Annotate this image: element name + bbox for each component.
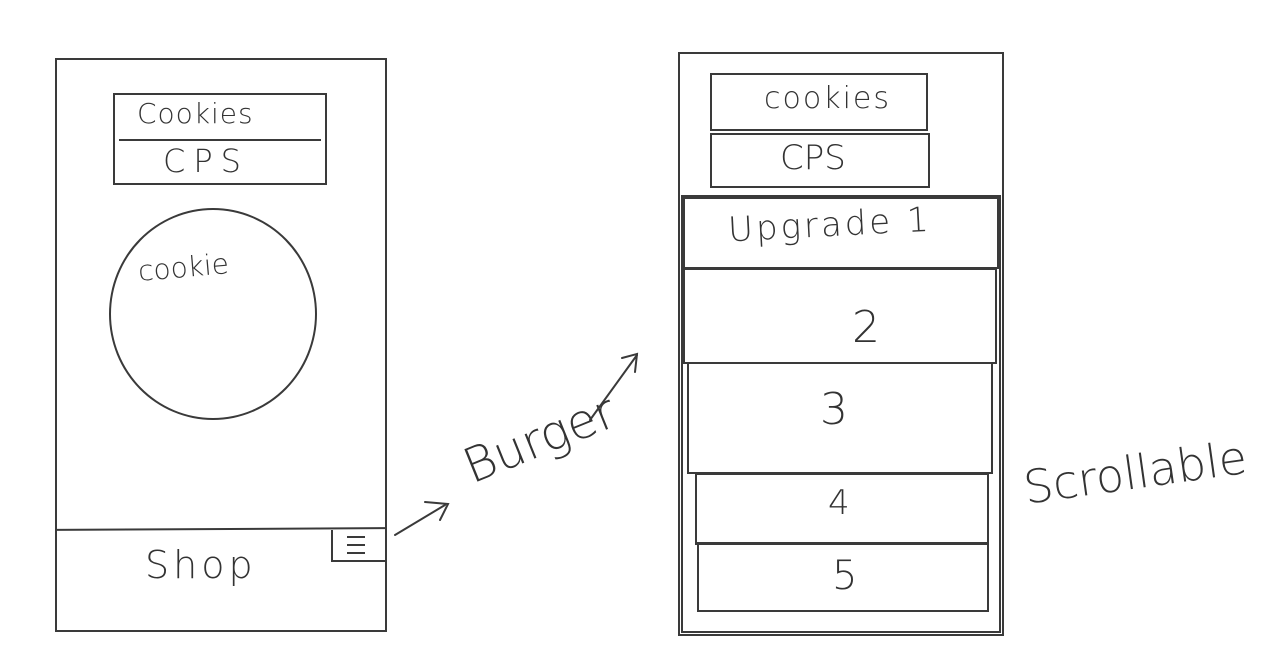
cookies-count-label: cookies	[764, 81, 891, 116]
upgrade-item-label: 4	[828, 483, 850, 523]
arrow-to-upgrades-screen	[589, 354, 638, 421]
burger-icon-line-top	[347, 536, 365, 538]
upgrade-item-label: 5	[832, 553, 858, 599]
stats-panel	[113, 93, 327, 185]
cps-box	[710, 133, 930, 188]
cookie-click-button[interactable]	[109, 208, 317, 420]
cps-label: CPS	[780, 138, 846, 178]
upgrade-item[interactable]	[695, 473, 989, 545]
shop-label: Shop	[145, 543, 257, 587]
arrow-to-burger-label	[394, 504, 446, 536]
cps-label: CPS	[163, 142, 249, 180]
upgrade-item[interactable]	[683, 268, 997, 364]
stats-divider	[119, 139, 321, 141]
upgrade-item-label: 2	[852, 302, 880, 353]
burger-icon-line-bottom	[347, 552, 365, 554]
main-screen-frame	[55, 58, 387, 632]
upgrade-item[interactable]	[697, 542, 989, 612]
cookies-count-box	[710, 73, 928, 131]
cookies-count-label: Cookies	[137, 97, 254, 130]
arrowhead-to-burger-label	[424, 501, 450, 521]
upgrade-item-label: 3	[820, 384, 848, 435]
upgrades-scroll-list[interactable]	[681, 195, 1001, 633]
shop-screen-frame	[678, 52, 1004, 636]
upgrade-item-label: Upgrade 1	[727, 199, 933, 251]
burger-icon-line-middle	[347, 544, 365, 546]
arrowhead-to-upgrades-screen	[621, 352, 639, 373]
burger-menu-button[interactable]	[331, 530, 385, 562]
